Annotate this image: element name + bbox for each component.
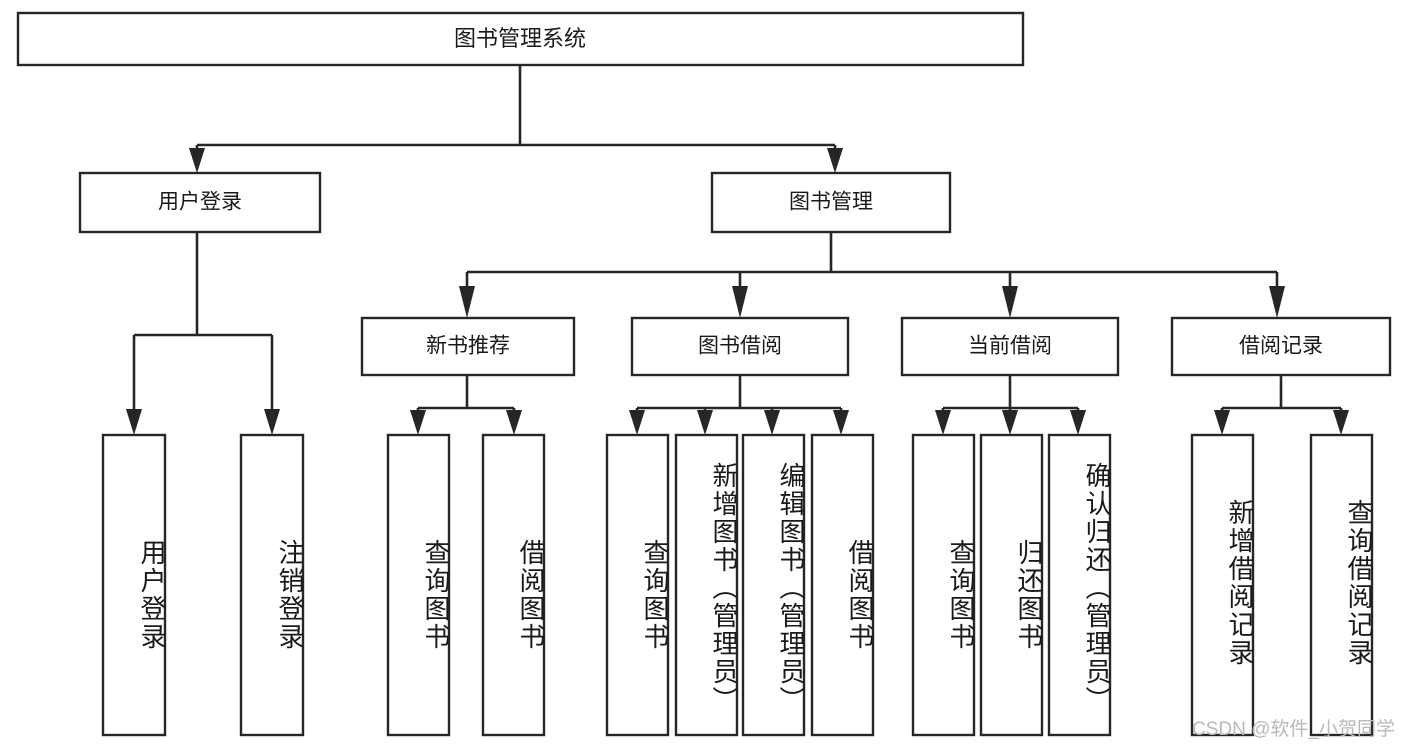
arrow-head-icon	[189, 148, 205, 173]
arrow-head-icon	[1214, 410, 1230, 435]
arrow-head-icon	[629, 410, 645, 435]
leaf-box-borrow-book-1[interactable]	[481, 433, 546, 737]
connector-newbook-to-leaves	[410, 375, 522, 435]
leaf-box-query-book-1[interactable]	[386, 433, 451, 737]
connector-bookborrow-to-leaves	[629, 375, 849, 435]
leaf-box-query-book-2[interactable]	[605, 433, 670, 737]
arrow-head-icon	[264, 409, 280, 435]
arrow-head-icon	[1002, 410, 1018, 435]
connector-currentborrow-to-leaves	[935, 375, 1086, 435]
leaf-box-query-book-3[interactable]	[911, 433, 976, 737]
leaf-box-edit-book-admin[interactable]	[741, 433, 806, 737]
arrow-head-icon	[764, 410, 780, 435]
node-current-borrow[interactable]: 当前借阅	[900, 316, 1120, 377]
node-root-label: 图书管理系统	[454, 26, 586, 51]
connector-bookmgmt-to-level3	[459, 232, 1285, 318]
arrow-head-icon	[935, 410, 951, 435]
leaf-box-logout-login[interactable]	[239, 433, 305, 737]
arrow-head-icon	[697, 410, 713, 435]
arrow-head-icon	[1002, 286, 1018, 318]
node-borrow-record-label: 借阅记录	[1239, 335, 1323, 358]
arrow-head-icon	[506, 410, 522, 435]
node-new-book-recommend-label: 新书推荐	[426, 335, 510, 358]
arrow-head-icon	[833, 410, 849, 435]
arrow-head-icon	[732, 286, 748, 318]
node-borrow-record[interactable]: 借阅记录	[1170, 316, 1392, 377]
arrow-head-icon	[410, 410, 426, 435]
leaf-box-query-borrow-record[interactable]	[1309, 433, 1374, 737]
node-user-login[interactable]: 用户登录	[78, 171, 322, 234]
leaf-box-user-login[interactable]	[101, 433, 167, 737]
arrow-head-icon	[1333, 410, 1349, 435]
node-user-login-label: 用户登录	[158, 191, 242, 214]
arrow-head-icon	[459, 286, 475, 318]
node-root-system[interactable]: 图书管理系统	[16, 11, 1025, 67]
node-book-borrow-label: 图书借阅	[698, 335, 782, 358]
leaf-box-add-borrow-record[interactable]	[1190, 433, 1255, 737]
node-new-book-recommend[interactable]: 新书推荐	[360, 316, 576, 377]
connector-root-to-level2	[189, 65, 843, 173]
leaf-box-borrow-book-2[interactable]	[810, 433, 875, 737]
csdn-watermark: CSDN @软件_小贺同学	[1192, 719, 1395, 740]
leaf-box-return-book[interactable]	[979, 433, 1044, 737]
arrow-head-icon	[827, 148, 843, 173]
arrow-head-icon	[1269, 286, 1285, 318]
arrow-head-icon	[126, 409, 142, 435]
leaf-box-add-book-admin[interactable]	[674, 433, 739, 737]
connector-borrowrecord-to-leaves	[1214, 375, 1349, 435]
connector-userlogin-to-leaves	[126, 232, 280, 435]
node-current-borrow-label: 当前借阅	[968, 335, 1052, 358]
node-book-management[interactable]: 图书管理	[710, 171, 952, 234]
node-book-management-label: 图书管理	[789, 191, 873, 214]
arrow-head-icon	[1070, 410, 1086, 435]
node-book-borrow[interactable]: 图书借阅	[630, 316, 850, 377]
leaf-box-confirm-return-admin[interactable]	[1047, 433, 1112, 737]
